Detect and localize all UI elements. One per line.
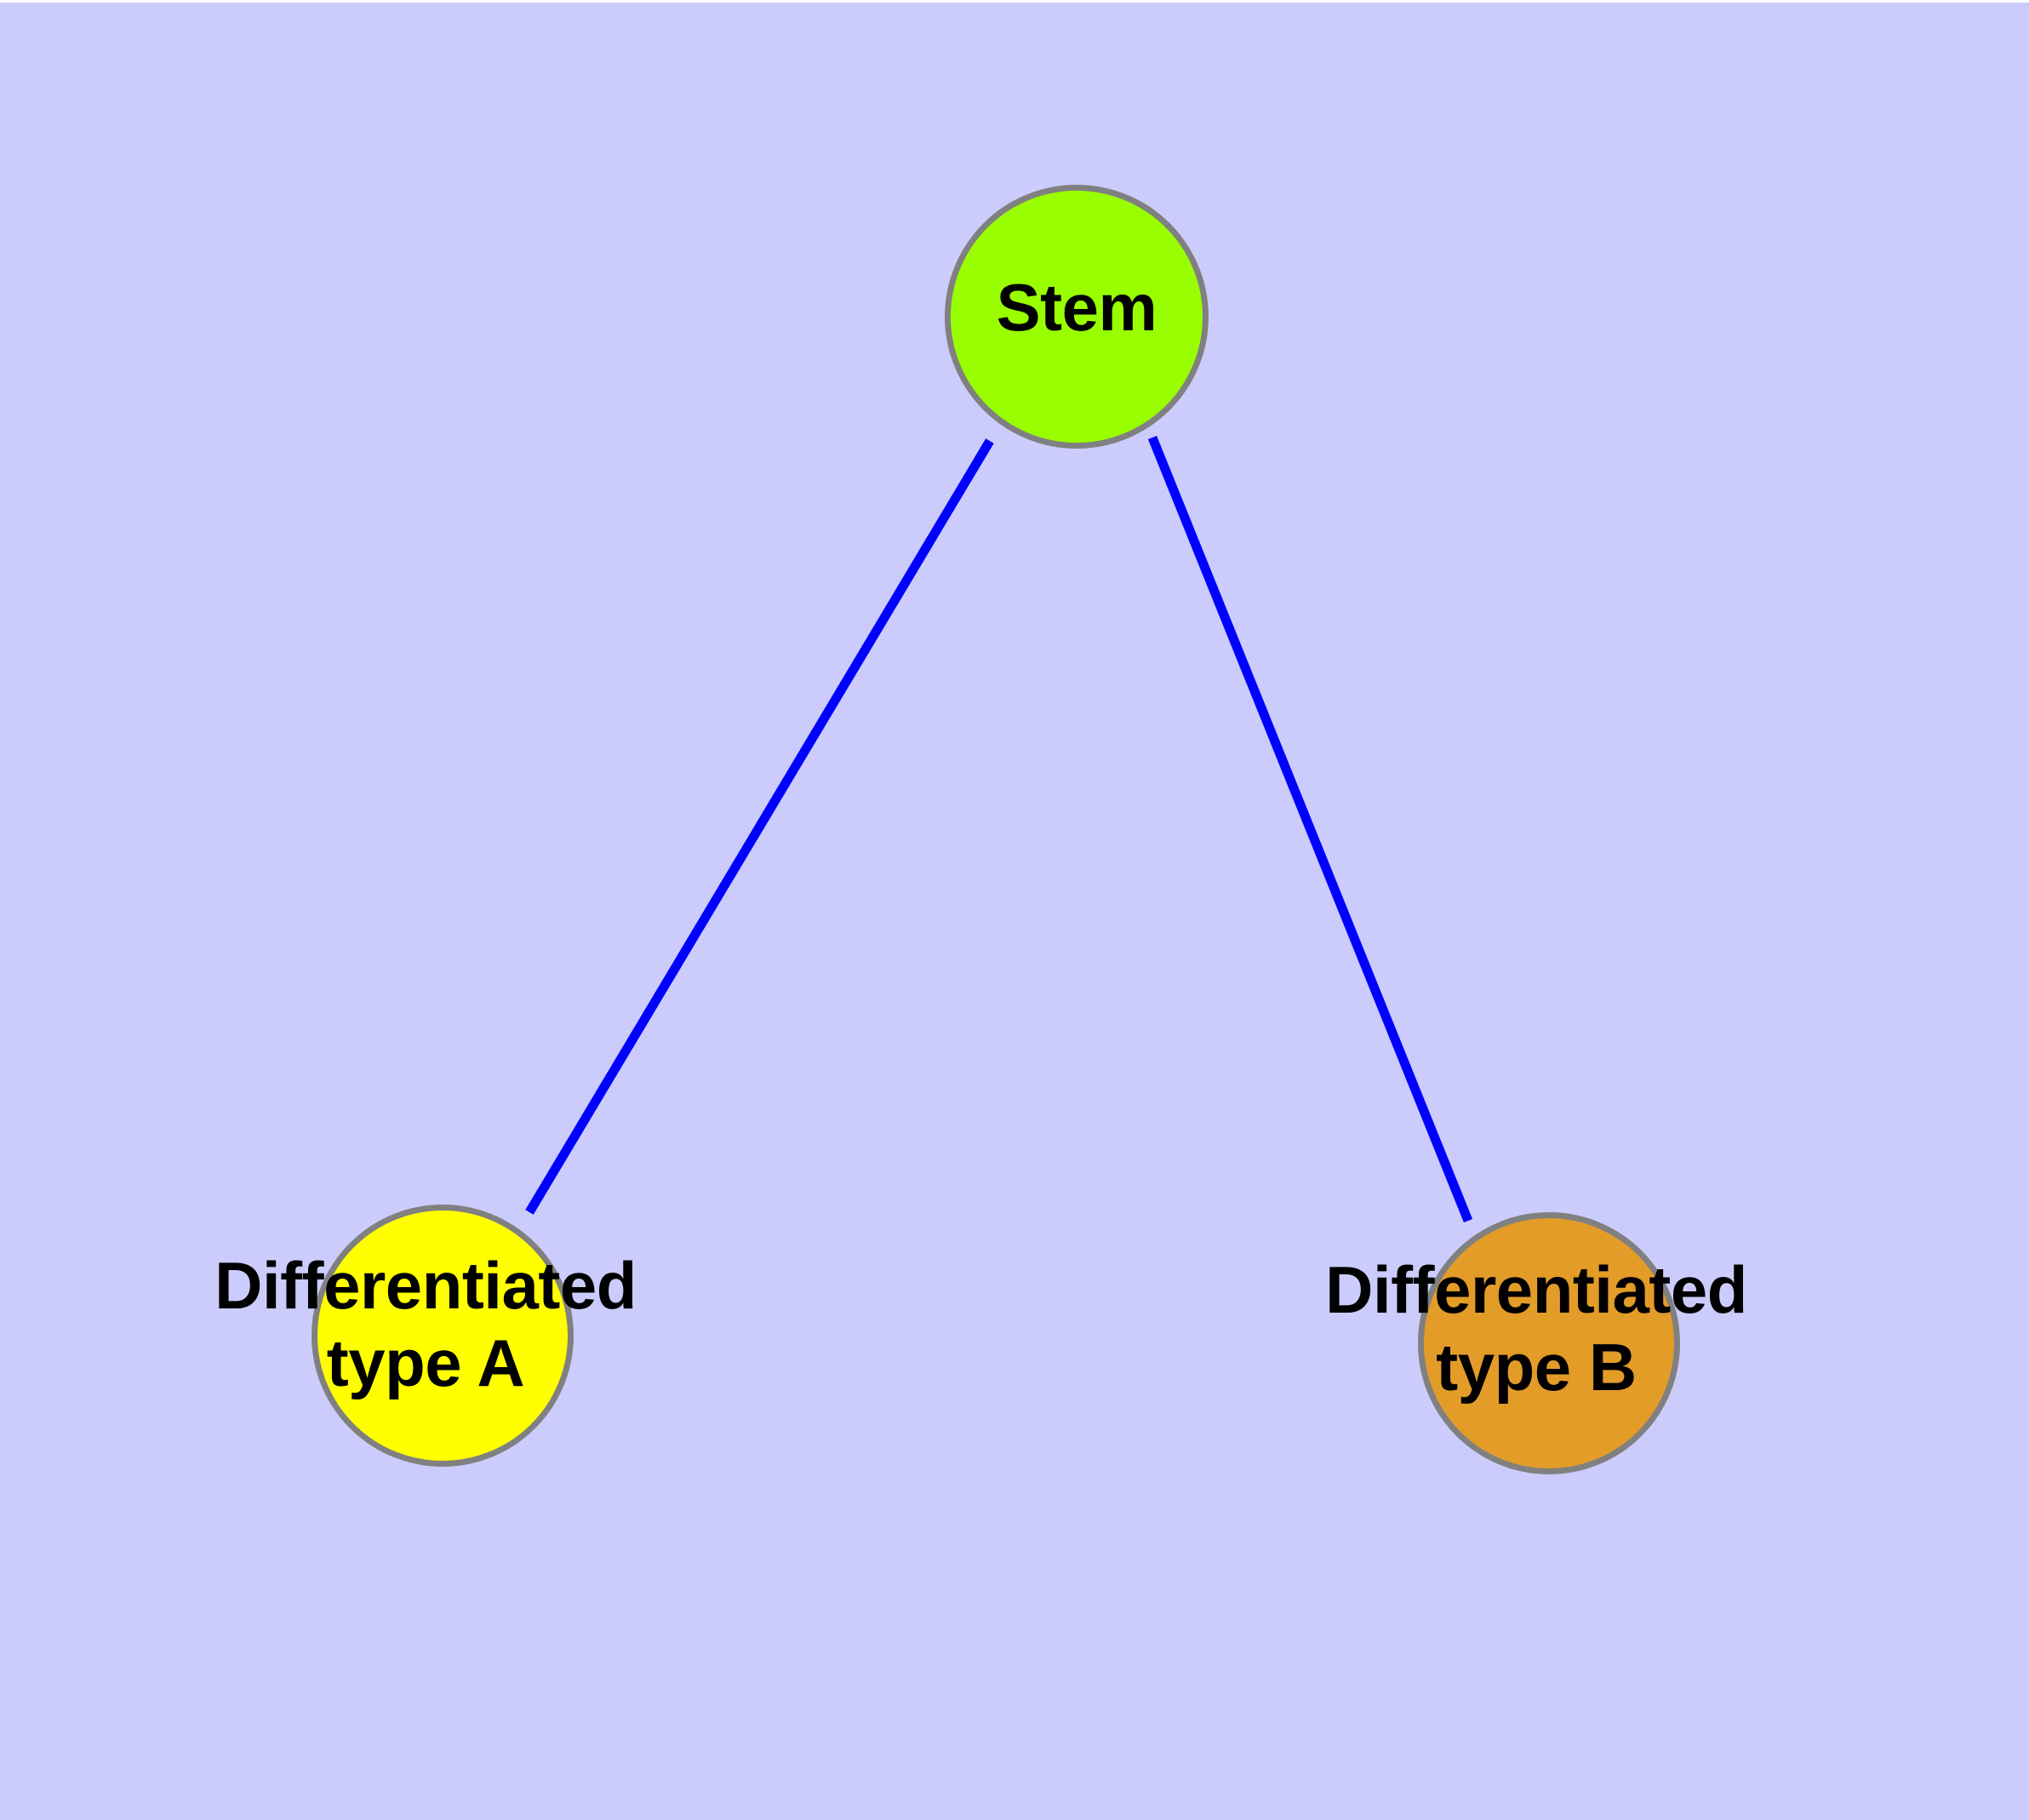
node-differentiated-type-b[interactable]: [1418, 1212, 1680, 1474]
edge-stem-to-diff-b: [1147, 435, 1473, 1223]
edge-stem-to-diff-a: [525, 438, 994, 1215]
node-stem[interactable]: [945, 185, 1209, 449]
node-differentiated-type-a[interactable]: [311, 1205, 574, 1467]
